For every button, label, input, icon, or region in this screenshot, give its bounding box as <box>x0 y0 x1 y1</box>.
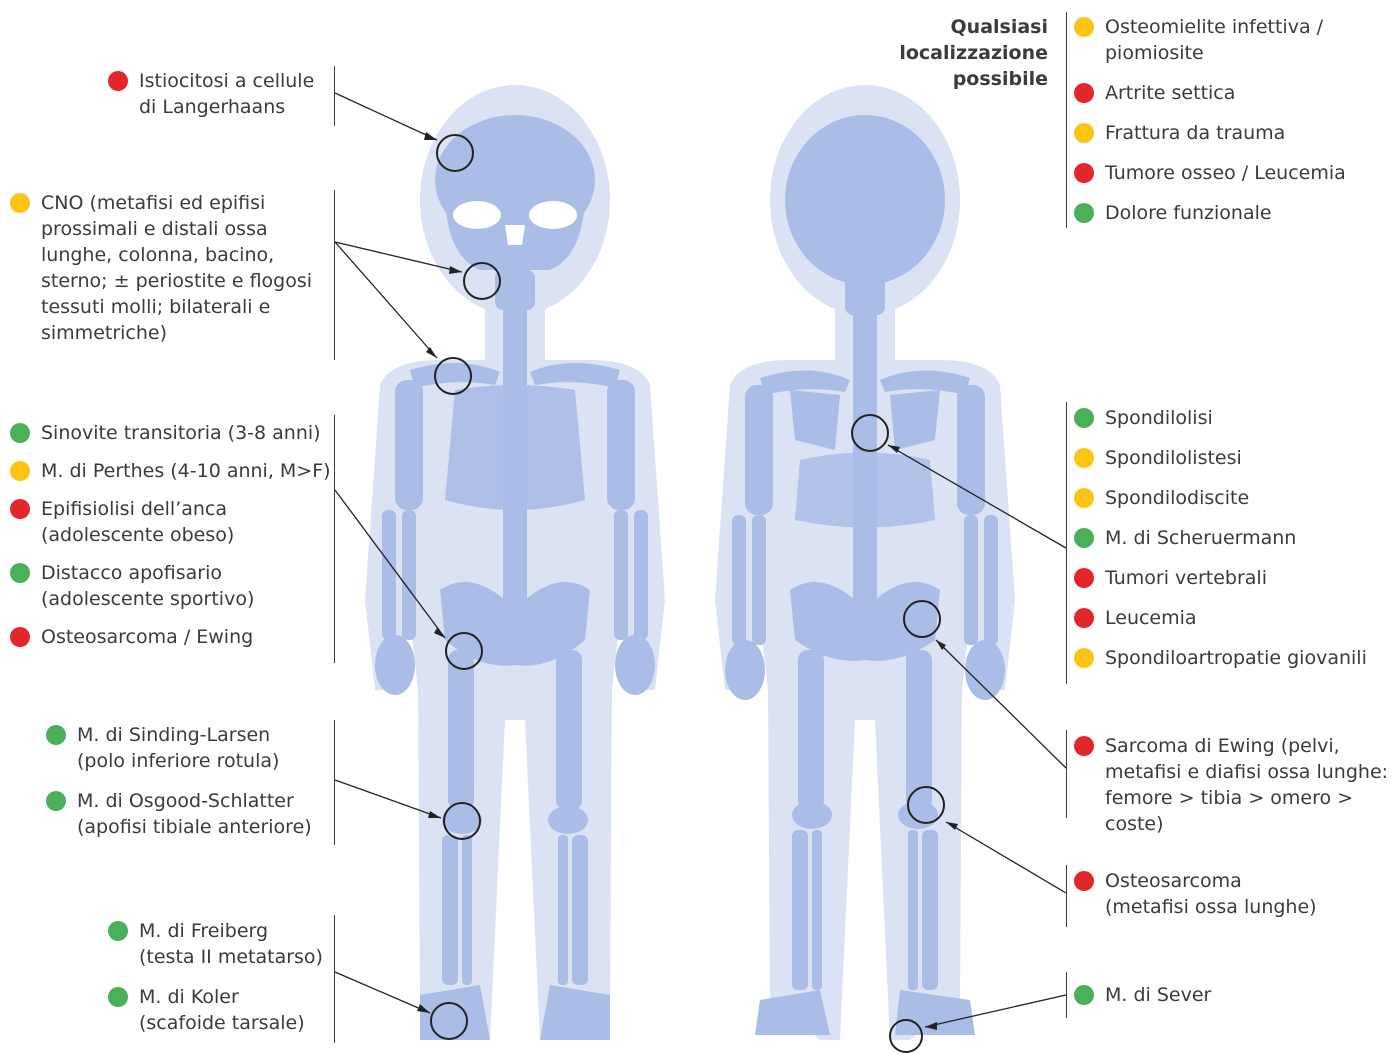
hip-group: Sinovite transitoria (3-8 anni) M. di Per… <box>10 420 332 650</box>
label-item: Osteomielite infettiva / piomiosite <box>1074 14 1394 66</box>
ewing-group: Sarcoma di Ewing (pelvi, metafisi e diaf… <box>1074 733 1394 837</box>
label-text: M. di Sinding-Larsen (polo inferiore rot… <box>77 722 279 774</box>
label-item: Spondilodiscite <box>1074 485 1394 511</box>
label-item: Artrite settica <box>1074 80 1394 106</box>
label-item: Sinovite transitoria (3-8 anni) <box>10 420 332 446</box>
label-text: Osteosarcoma (metafisi ossa lunghe) <box>1105 868 1317 920</box>
status-dot-icon <box>1074 448 1094 468</box>
label-text: Frattura da trauma <box>1105 120 1285 146</box>
label-text: Sinovite transitoria (3-8 anni) <box>41 420 321 446</box>
bracket-spine <box>1066 402 1067 684</box>
label-item: M. di Scheruermann <box>1074 525 1394 551</box>
bracket-foot <box>334 915 335 1043</box>
label-text: Sarcoma di Ewing (pelvi, metafisi e diaf… <box>1105 733 1394 837</box>
status-dot-icon <box>1074 871 1094 891</box>
status-dot-icon <box>1074 608 1094 628</box>
heel-group: M. di Sever <box>1074 982 1394 1008</box>
label-item: Spondiloartropatie giovanili <box>1074 645 1394 671</box>
status-dot-icon <box>10 193 30 213</box>
bracket-hip <box>334 415 335 663</box>
any-location-group: Osteomielite infettiva / piomiositeArtri… <box>1074 14 1394 226</box>
label-text: Osteomielite infettiva / piomiosite <box>1105 14 1323 66</box>
label-text: M. di Sever <box>1105 982 1211 1008</box>
label-text: Tumori vertebrali <box>1105 565 1267 591</box>
label-text: M. di Freiberg (testa II metatarso) <box>139 918 323 970</box>
label-text: Spondilolisi <box>1105 405 1213 431</box>
label-text: Leucemia <box>1105 605 1197 631</box>
bracket-skull <box>334 66 335 126</box>
label-item: Osteosarcoma / Ewing <box>10 624 332 650</box>
label-text: M. di Koler (scafoide tarsale) <box>139 984 305 1036</box>
label-text: Spondilolistesi <box>1105 445 1242 471</box>
label-item: Osteosarcoma (metafisi ossa lunghe) <box>1074 868 1394 920</box>
any-location-title: Qualsiasi localizzazione possibile <box>868 14 1048 92</box>
bracket-heel <box>1066 972 1067 1018</box>
label-text: Epifisiolisi dell’anca (adolescente obes… <box>41 496 234 548</box>
bracket-cno <box>334 190 335 360</box>
label-item: Leucemia <box>1074 605 1394 631</box>
label-item: Dolore funzionale <box>1074 200 1394 226</box>
status-dot-icon <box>10 423 30 443</box>
status-dot-icon <box>1074 568 1094 588</box>
label-text: Dolore funzionale <box>1105 200 1272 226</box>
label-item: M. di Perthes (4-10 anni, M>F) <box>10 458 332 484</box>
label-text: Spondiloartropatie giovanili <box>1105 645 1367 671</box>
status-dot-icon <box>1074 123 1094 143</box>
label-item: M. di Osgood-Schlatter (apofisi tibiale … <box>46 788 332 840</box>
status-dot-icon <box>1074 648 1094 668</box>
status-dot-icon <box>1074 736 1094 756</box>
bracket-ewing <box>1066 730 1067 818</box>
label-item: Frattura da trauma <box>1074 120 1394 146</box>
label-item: Distacco apofisario (adolescente sportiv… <box>10 560 332 612</box>
status-dot-icon <box>10 563 30 583</box>
label-text: CNO (metafisi ed epifisi prossimali e di… <box>41 190 312 346</box>
status-dot-icon <box>1074 408 1094 428</box>
status-dot-icon <box>1074 985 1094 1005</box>
label-item: M. di Sever <box>1074 982 1394 1008</box>
label-text: M. di Osgood-Schlatter (apofisi tibiale … <box>77 788 312 840</box>
status-dot-icon <box>10 627 30 647</box>
status-dot-icon <box>108 987 128 1007</box>
label-text: Osteosarcoma / Ewing <box>41 624 253 650</box>
status-dot-icon <box>1074 83 1094 103</box>
status-dot-icon <box>108 921 128 941</box>
label-item: M. di Freiberg (testa II metatarso) <box>108 918 332 970</box>
bracket-knee <box>334 720 335 845</box>
label-item: Tumore osseo / Leucemia <box>1074 160 1394 186</box>
label-item: Spondilolisi <box>1074 405 1394 431</box>
label-text: Tumore osseo / Leucemia <box>1105 160 1346 186</box>
label-text: Distacco apofisario (adolescente sportiv… <box>41 560 254 612</box>
skull-group: Istiocitosi a cellule di Langerhaans <box>108 68 330 120</box>
status-dot-icon <box>1074 17 1094 37</box>
label-text: M. di Scheruermann <box>1105 525 1296 551</box>
label-text: Spondilodiscite <box>1105 485 1249 511</box>
status-dot-icon <box>1074 488 1094 508</box>
status-dot-icon <box>10 499 30 519</box>
foot-group: M. di Freiberg (testa II metatarso) M. di… <box>108 918 332 1036</box>
label-item: Tumori vertebrali <box>1074 565 1394 591</box>
bracket-any-location <box>1066 12 1067 228</box>
label-text: Istiocitosi a cellule di Langerhaans <box>139 68 314 120</box>
label-text: M. di Perthes (4-10 anni, M>F) <box>41 458 331 484</box>
label-item: Sarcoma di Ewing (pelvi, metafisi e diaf… <box>1074 733 1394 837</box>
label-item: Istiocitosi a cellule di Langerhaans <box>108 68 330 120</box>
label-item: M. di Koler (scafoide tarsale) <box>108 984 332 1036</box>
status-dot-icon <box>1074 528 1094 548</box>
label-text: Artrite settica <box>1105 80 1235 106</box>
status-dot-icon <box>10 461 30 481</box>
status-dot-icon <box>108 71 128 91</box>
cno-group: CNO (metafisi ed epifisi prossimali e di… <box>10 190 330 346</box>
label-item: Epifisiolisi dell’anca (adolescente obes… <box>10 496 332 548</box>
label-item: M. di Sinding-Larsen (polo inferiore rot… <box>46 722 332 774</box>
label-item: CNO (metafisi ed epifisi prossimali e di… <box>10 190 330 346</box>
label-item: Spondilolistesi <box>1074 445 1394 471</box>
status-dot-icon <box>46 725 66 745</box>
status-dot-icon <box>1074 203 1094 223</box>
osteosarcoma-group: Osteosarcoma (metafisi ossa lunghe) <box>1074 868 1394 920</box>
status-dot-icon <box>1074 163 1094 183</box>
knee-group: M. di Sinding-Larsen (polo inferiore rot… <box>46 722 332 840</box>
bracket-osteosarcoma <box>1066 865 1067 927</box>
status-dot-icon <box>46 791 66 811</box>
